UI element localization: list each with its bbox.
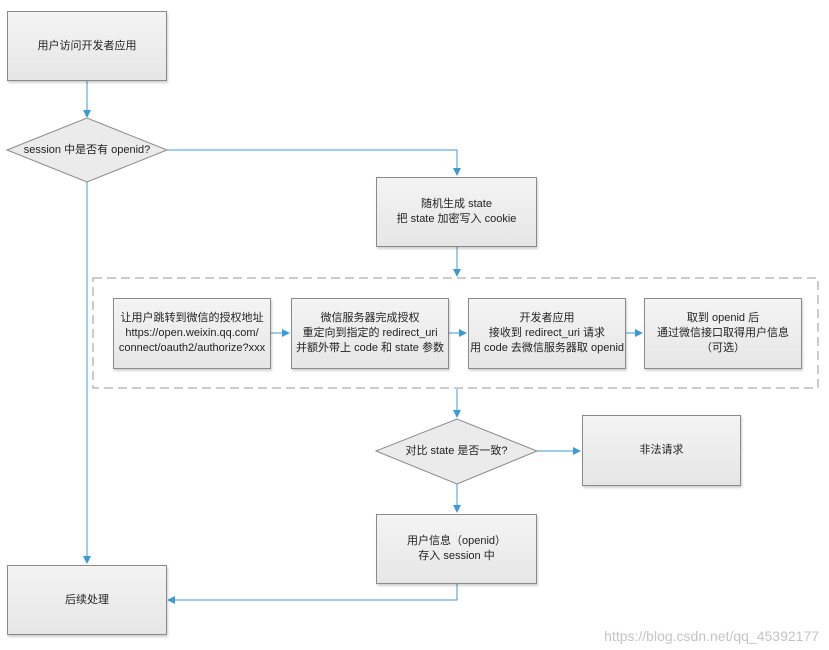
illegal-request-node: 非法请求: [582, 415, 741, 486]
wechat-callback-node: 微信服务器完成授权 重定向到指定的 redirect_uri 并额外带上 cod…: [291, 298, 449, 369]
watermark: https://blog.csdn.net/qq_45392177: [604, 628, 819, 644]
get-userinfo-node: 取到 openid 后 通过微信接口取得用户信息 （可选）: [644, 298, 802, 369]
arrow-save-to-followup: [167, 584, 458, 604]
start-node: 用户访问开发者应用: [7, 11, 167, 81]
arrow-session-to-genstate: [167, 149, 461, 176]
state-compare-label: 对比 state 是否一致?: [405, 444, 508, 457]
followup-node: 后续处理: [7, 565, 167, 635]
developer-receive-node: 开发者应用 接收到 redirect_uri 请求 用 code 去微信服务器取…: [468, 298, 626, 369]
session-check-label: session 中是否有 openid?: [23, 143, 151, 156]
oauth-steps-group: [92, 277, 819, 389]
generate-state-node: 随机生成 state 把 state 加密写入 cookie: [376, 177, 537, 247]
save-user-node: 用户信息（openid） 存入 session 中: [376, 514, 537, 584]
redirect-auth-node: 让用户跳转到微信的授权地址 https://open.weixin.qq.com…: [113, 298, 271, 369]
